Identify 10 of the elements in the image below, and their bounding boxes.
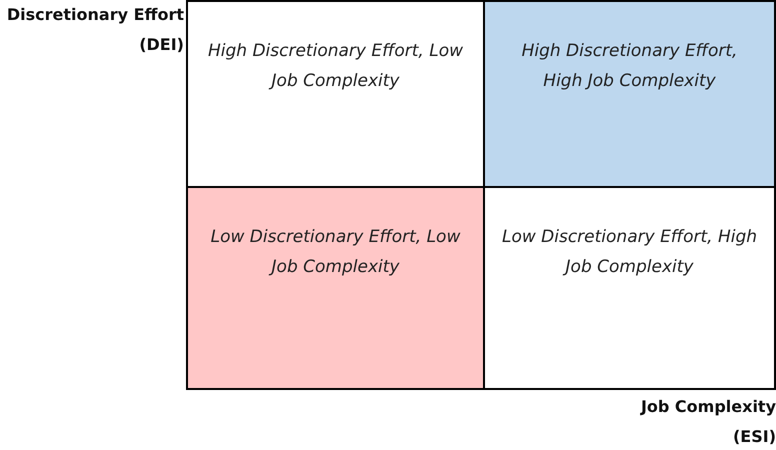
y-axis-label: Discretionary Effort (DEI) — [6, 4, 184, 56]
quadrant-box — [483, 0, 776, 188]
quadrant-box — [186, 186, 485, 390]
quadrant-label: High Discretionary Effort, High Job Complexity — [520, 40, 738, 93]
x-axis-label: Job Complexity (ESI) — [639, 396, 776, 448]
quadrant-box — [186, 0, 485, 188]
quadrant-label: High Discretionary Effort, Low Job Complexity — [206, 40, 464, 93]
quadrant-label: Low Discretionary Effort, Low Job Complexity — [210, 226, 462, 279]
quadrant-box — [483, 186, 776, 390]
quadrant-label: Low Discretionary Effort, High Job Complexity — [500, 226, 758, 279]
